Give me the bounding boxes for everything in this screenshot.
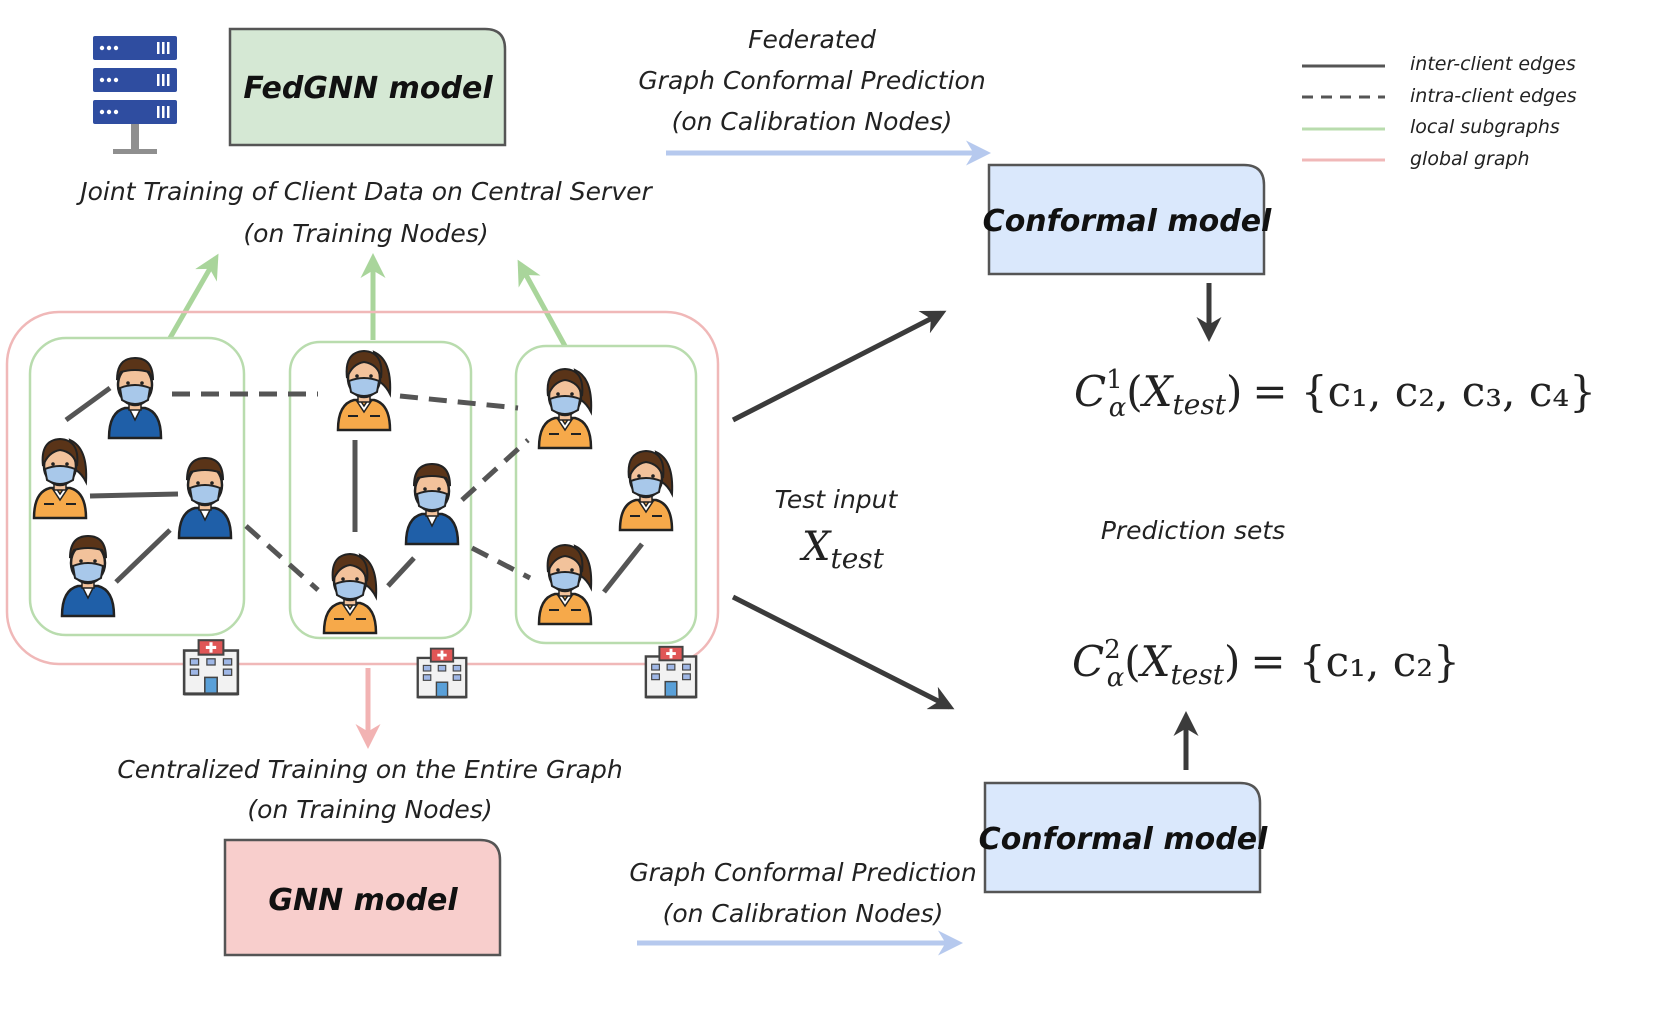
gnn-model-label: GNN model: [268, 883, 458, 918]
aggregation-arrow-1: [167, 253, 219, 340]
test-input-arrow-bottom: [731, 594, 955, 710]
global-graph-outline: [5, 310, 720, 666]
hospital-icon: [644, 645, 698, 699]
legend-local-subgraph-label: local subgraphs: [1410, 116, 1560, 138]
flow-arrows: [731, 283, 1222, 770]
centralized-subcaption: (on Training Nodes): [247, 795, 492, 824]
inter-client-edge: [244, 524, 320, 592]
prediction-sets-label: Prediction sets: [1101, 516, 1285, 545]
gnn-model-box: GNN model: [223, 838, 502, 957]
graph-cp-caption: Graph Conformal Prediction: [629, 858, 976, 887]
conformal-model-box-top: Conformal model: [983, 163, 1272, 276]
intra-client-edge: [386, 556, 416, 588]
server-rack-icon: [93, 36, 177, 154]
intra-client-edge: [602, 542, 644, 594]
local-subgraph-3: [514, 344, 698, 645]
hospital-icon: [416, 647, 468, 699]
aggregation-arrow-3: [517, 259, 568, 348]
federated-cp-caption: Graph Conformal Prediction: [638, 66, 985, 95]
intra-client-edge: [89, 491, 179, 499]
masked-woman-icon: [322, 552, 378, 635]
local-subgraph-1: [28, 336, 246, 637]
conformal-model-label-bottom: Conformal model: [979, 822, 1268, 857]
fedgnn-model-box: FedGNN model: [228, 27, 507, 147]
masked-woman-icon: [32, 437, 88, 520]
joint-training-caption: Joint Training of Client Data on Central…: [75, 177, 653, 206]
masked-woman-icon: [618, 449, 674, 532]
legend: inter-client edges intra-client edges lo…: [1302, 53, 1577, 170]
federated-caption: Federated: [748, 25, 876, 54]
intra-client-edge: [114, 528, 172, 584]
legend-global-graph-label: global graph: [1410, 148, 1530, 170]
masked-man-icon: [60, 534, 116, 618]
test-input-symbol: Xtest: [799, 524, 885, 575]
fedgnn-model-label: FedGNN model: [243, 71, 493, 106]
hospital-icon: [182, 638, 240, 696]
masked-woman-icon: [537, 543, 593, 626]
intra-client-edge: [64, 385, 112, 423]
masked-man-icon: [177, 456, 233, 540]
masked-woman-icon: [336, 349, 392, 432]
test-input-label: Test input: [775, 485, 899, 514]
masked-woman-icon: [537, 367, 593, 450]
inter-client-edge: [399, 393, 519, 411]
centralized-caption: Centralized Training on the Entire Graph: [117, 755, 622, 784]
graph-edges: [64, 385, 644, 594]
graph-cp-subcaption: (on Calibration Nodes): [663, 899, 944, 928]
legend-inter-client-label: inter-client edges: [1410, 53, 1576, 75]
masked-man-icon: [404, 462, 460, 546]
aggregation-arrows: [167, 253, 568, 348]
joint-training-subcaption: (on Training Nodes): [243, 219, 488, 248]
inter-client-edge: [460, 438, 530, 502]
legend-intra-client-label: intra-client edges: [1410, 85, 1577, 107]
conformal-model-box-bottom: Conformal model: [979, 781, 1268, 894]
federated-cp-subcaption: (on Calibration Nodes): [672, 107, 953, 136]
test-input-arrow-top: [731, 310, 947, 423]
masked-man-icon: [107, 356, 163, 440]
conformal-model-label-top: Conformal model: [983, 204, 1272, 239]
inter-client-edge: [470, 545, 532, 581]
